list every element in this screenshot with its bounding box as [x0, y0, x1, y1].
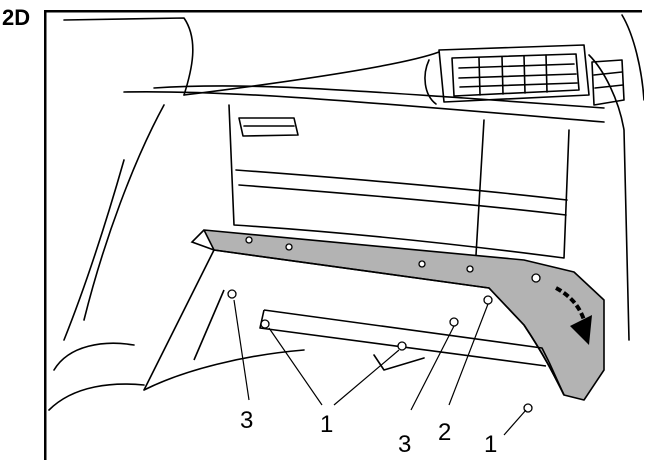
dash-upper-line: [153, 85, 605, 109]
callout-3-left: 3: [240, 407, 253, 434]
screw-icon: [483, 295, 493, 305]
vent-grille-h: [458, 63, 578, 88]
leader-line: [503, 409, 527, 436]
glovebox-edge: [475, 119, 485, 256]
arrow-icon: [570, 315, 592, 345]
screw-icon: [285, 243, 293, 251]
callout-2: 2: [438, 419, 451, 446]
center-vent-housing: [438, 44, 590, 103]
removable-panel-inner: [259, 309, 547, 367]
screw-icon: [418, 260, 426, 268]
center-vent: [451, 53, 580, 97]
side-vent: [591, 59, 625, 106]
screw-icon: [531, 273, 541, 283]
callout-1-center: 1: [320, 411, 333, 438]
a-pillar: [83, 104, 165, 321]
glovebox-crease-2: [238, 184, 567, 216]
door-seal-2: [48, 383, 145, 411]
screw-icon: [466, 265, 474, 273]
removable-panel-inner-top: [263, 309, 550, 363]
figure-label: 2D: [2, 5, 31, 30]
screw-icon: [260, 319, 270, 329]
glovebox-crease: [235, 169, 568, 201]
leader-line: [448, 303, 489, 406]
removable-panel-right: [548, 361, 565, 396]
callout-3-right: 3: [398, 431, 411, 458]
centre-bracket: [373, 354, 425, 371]
arrow-icon: [555, 286, 586, 321]
diagram-frame: 3 1 3 2 1: [44, 10, 644, 460]
dashboard-diagram: 3 1 3 2 1: [44, 10, 644, 460]
knee-contour: [143, 349, 305, 391]
screw-icon: [397, 341, 407, 351]
vent-grille-v: [478, 54, 548, 96]
dash-top-contour: [63, 17, 194, 96]
dash-upper-line-2: [123, 90, 605, 123]
leader-line: [410, 325, 455, 411]
side-vent-slats: [593, 71, 624, 89]
dash-top-edge: [183, 51, 440, 96]
panel-fold: [193, 289, 225, 361]
screw-icon: [245, 236, 253, 244]
door-seal: [53, 342, 135, 371]
frame-border: [44, 10, 642, 460]
screw-icon: [227, 289, 237, 299]
trim-panel-corner: [190, 229, 215, 251]
leader-line: [233, 299, 250, 401]
glovebox-handle: [238, 117, 299, 137]
screw-icon: [449, 317, 459, 327]
right-panel-edge: [621, 14, 644, 101]
right-pillar: [588, 54, 630, 341]
door-line: [63, 159, 125, 341]
callout-1-right: 1: [484, 431, 497, 458]
removable-panel-left: [143, 249, 215, 391]
glovebox-door: [228, 104, 570, 259]
leader-line: [268, 327, 323, 406]
vent-knob: [424, 59, 437, 105]
leader-line: [333, 349, 400, 406]
